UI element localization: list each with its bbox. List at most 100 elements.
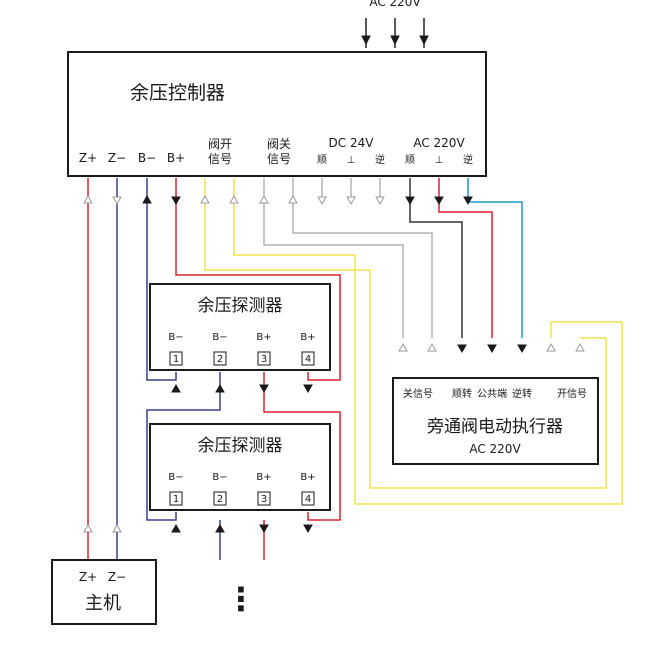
arrow-valve-open-1 bbox=[200, 194, 210, 204]
actuator-rev: 逆转 bbox=[512, 387, 532, 400]
arrow-d2-t3 bbox=[259, 524, 269, 534]
controller-ac-gnd: ⊥ bbox=[435, 155, 444, 166]
host-frame bbox=[51, 559, 157, 625]
controller-dc-fwd: 顺 bbox=[317, 154, 327, 166]
controller-valve-close-line2: 信号 bbox=[267, 152, 291, 166]
arrow-l bbox=[361, 35, 371, 46]
controller-ac-rev: 逆 bbox=[463, 153, 473, 166]
detector-2-t3-num: 3 bbox=[261, 494, 267, 505]
detector-2-t2-num: 2 bbox=[217, 494, 223, 505]
actuator-close-signal: 关信号 bbox=[403, 387, 433, 400]
wire-b-minus bbox=[146, 178, 177, 381]
host-z-plus: Z+ bbox=[79, 570, 97, 584]
arrow-dc-rev bbox=[375, 196, 385, 206]
detector-2-t4-num: 4 bbox=[305, 494, 311, 505]
arrow-act-open-1 bbox=[546, 342, 556, 352]
arrow-e bbox=[419, 35, 429, 46]
controller-dc-label: DC 24V bbox=[329, 136, 375, 150]
controller-ac-fwd: 顺 bbox=[405, 154, 415, 166]
controller-dc-rev: 逆 bbox=[375, 153, 385, 166]
arrow-ac-common bbox=[434, 196, 444, 206]
wire-ac-common bbox=[438, 178, 493, 338]
arrow-d1-t2 bbox=[215, 383, 225, 393]
host-title: 主机 bbox=[85, 593, 121, 614]
arrow-d1-t4 bbox=[303, 384, 313, 394]
controller-valve-open-line1: 阀开 bbox=[208, 137, 232, 151]
actuator-open-signal: 开信号 bbox=[557, 388, 587, 400]
arrow-act-fwd bbox=[457, 344, 467, 354]
arrow-z-minus bbox=[112, 196, 122, 206]
arrow-d2-t4 bbox=[303, 524, 313, 534]
actuator-common: 公共端 bbox=[477, 387, 507, 400]
arrow-b-plus bbox=[171, 196, 181, 206]
detector-1-t4-num: 4 bbox=[305, 354, 311, 365]
arrow-act-close-2 bbox=[427, 342, 437, 352]
host-z-minus: Z− bbox=[108, 570, 126, 584]
detector-1-t1-num: 1 bbox=[173, 354, 179, 365]
controller-z-minus: Z− bbox=[108, 151, 126, 165]
arrow-dc-fwd bbox=[317, 196, 327, 206]
detector-1-t3-num: 3 bbox=[261, 354, 267, 365]
arrow-z-plus bbox=[83, 194, 93, 204]
detector-2-t1-num: 1 bbox=[173, 494, 179, 505]
wire-valve-close-2 bbox=[292, 178, 433, 338]
arrow-d1-t3 bbox=[259, 384, 269, 394]
arrow-act-open-2 bbox=[575, 342, 585, 352]
arrow-valve-close-1 bbox=[259, 194, 269, 204]
detector-2-title: 余压探测器 bbox=[198, 436, 283, 456]
detector-1-t2-num: 2 bbox=[217, 354, 223, 365]
wire-ac-rev bbox=[467, 178, 523, 338]
arrow-d2-t1 bbox=[171, 523, 181, 533]
wire-d1-d2-b-minus bbox=[146, 372, 221, 521]
detector-2-t1-box bbox=[169, 491, 183, 506]
detector-1-t4-box bbox=[301, 351, 315, 366]
controller-b-plus: B+ bbox=[167, 151, 185, 165]
arrow-ac-fwd bbox=[405, 196, 415, 206]
detector-2: 余压探测器 B− B− B+ B+ 1 2 3 4 bbox=[149, 423, 331, 511]
controller-dc-gnd: ⊥ bbox=[347, 155, 356, 166]
detector-1-t1-label: B− bbox=[168, 332, 183, 343]
controller-frame bbox=[67, 51, 487, 177]
actuator-frame bbox=[392, 377, 599, 465]
controller-valve-open-line2: 信号 bbox=[208, 152, 232, 166]
detector-1-t3-box bbox=[257, 351, 271, 366]
host-box: Z+ Z− 主机 bbox=[51, 559, 157, 625]
controller-ac-label: AC 220V bbox=[413, 136, 465, 150]
detector-2-t3-box bbox=[257, 491, 271, 506]
detector-1-t4-label: B+ bbox=[300, 332, 315, 343]
arrow-dc-gnd bbox=[346, 196, 356, 206]
arrow-valve-close-2 bbox=[288, 194, 298, 204]
detector-2-t4-label: B+ bbox=[300, 472, 315, 483]
wire-b-plus bbox=[175, 178, 341, 381]
arrow-act-common bbox=[487, 344, 497, 354]
detector-2-t1-label: B− bbox=[168, 472, 183, 483]
wire-ac-fwd bbox=[409, 178, 463, 338]
arrow-act-rev bbox=[517, 344, 527, 354]
arrow-act-close-1 bbox=[398, 342, 408, 352]
wire-valve-open-1 bbox=[204, 178, 607, 489]
actuator-fwd: 顺转 bbox=[452, 387, 472, 400]
detector-1-t3-label: B+ bbox=[256, 332, 271, 343]
arrows bbox=[83, 35, 585, 534]
wires bbox=[87, 18, 623, 560]
arrow-ac-rev bbox=[463, 196, 473, 206]
detector-1-t1-box bbox=[169, 351, 183, 366]
controller-b-minus: B− bbox=[138, 151, 156, 165]
arrow-valve-open-2 bbox=[229, 194, 239, 204]
controller-valve-close-line1: 阀关 bbox=[267, 137, 291, 151]
detector-2-t2-box bbox=[213, 491, 227, 506]
detector-1-t2-box bbox=[213, 351, 227, 366]
bypass-valve-actuator: 关信号 顺转 公共端 逆转 开信号 旁通阀电动执行器 AC 220V bbox=[392, 377, 599, 465]
power-supply-label: AC 220V bbox=[369, 0, 421, 9]
arrow-host-z-plus bbox=[83, 523, 93, 533]
detector-2-t4-box bbox=[301, 491, 315, 506]
controller-title: 余压控制器 bbox=[130, 82, 225, 104]
wire-valve-close-1 bbox=[263, 178, 404, 338]
controller-z-plus: Z+ bbox=[79, 151, 97, 165]
actuator-title: 旁通阀电动执行器 bbox=[427, 417, 563, 437]
arrow-d1-t1 bbox=[171, 383, 181, 393]
detector-1: 余压探测器 B− B− B+ B+ 1 2 3 4 bbox=[149, 283, 331, 371]
detector-1-title: 余压探测器 bbox=[198, 296, 283, 316]
wire-d1-d2-b-plus bbox=[263, 372, 341, 521]
